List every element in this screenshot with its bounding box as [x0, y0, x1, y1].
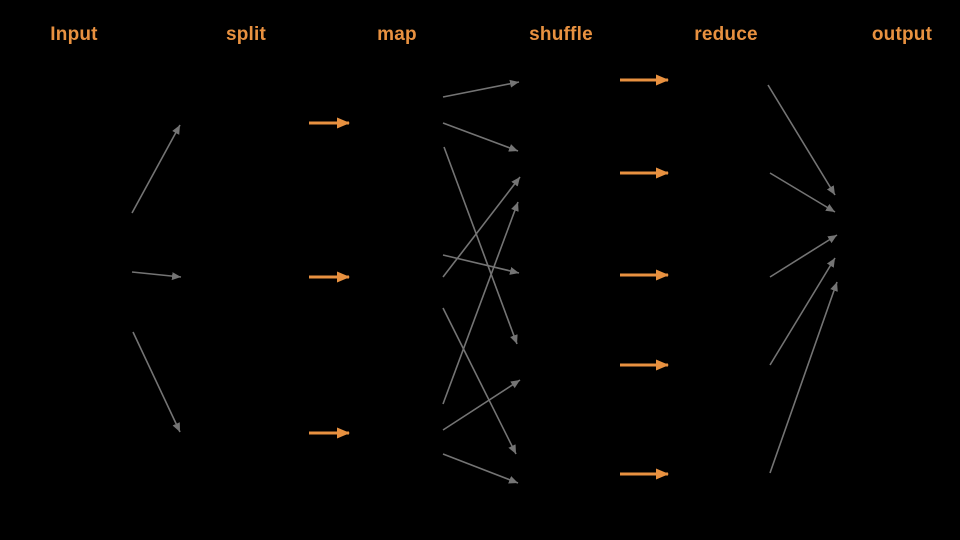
reduce-to-output-edge: [767, 84, 836, 196]
reduce-to-output-edge: [769, 257, 836, 366]
shuffle-to-reduce-arrows: [620, 74, 669, 480]
input-to-split-edges: [131, 124, 182, 433]
reduce-to-output-edges: [767, 84, 838, 474]
map-to-shuffle-edge: [442, 176, 521, 278]
reduce-to-output-edge: [769, 234, 838, 278]
map-to-shuffle-edge: [442, 201, 519, 405]
map-to-shuffle-edge: [443, 146, 518, 345]
column-header-split: split: [225, 24, 267, 45]
map-to-shuffle-edge: [442, 453, 519, 484]
split-to-map-arrows: [309, 117, 350, 439]
map-to-shuffle-edge: [442, 307, 517, 455]
column-header-input: Input: [50, 24, 98, 45]
map-to-shuffle-edge: [442, 79, 520, 98]
column-header-shuffle: shuffle: [529, 24, 593, 45]
input-to-split-edge: [132, 331, 181, 433]
column-header-output: output: [871, 24, 933, 45]
map-to-shuffle-edge: [442, 254, 520, 275]
column-header-map: map: [377, 24, 417, 45]
map-to-shuffle-edges: [442, 79, 521, 484]
map-to-shuffle-edge: [442, 379, 521, 431]
input-to-split-edge: [131, 271, 182, 281]
map-to-shuffle-edge: [442, 122, 519, 152]
column-header-reduce: reduce: [694, 24, 758, 45]
reduce-to-output-edge: [769, 172, 836, 213]
input-to-split-edge: [131, 124, 181, 214]
reduce-to-output-edge: [769, 281, 838, 474]
